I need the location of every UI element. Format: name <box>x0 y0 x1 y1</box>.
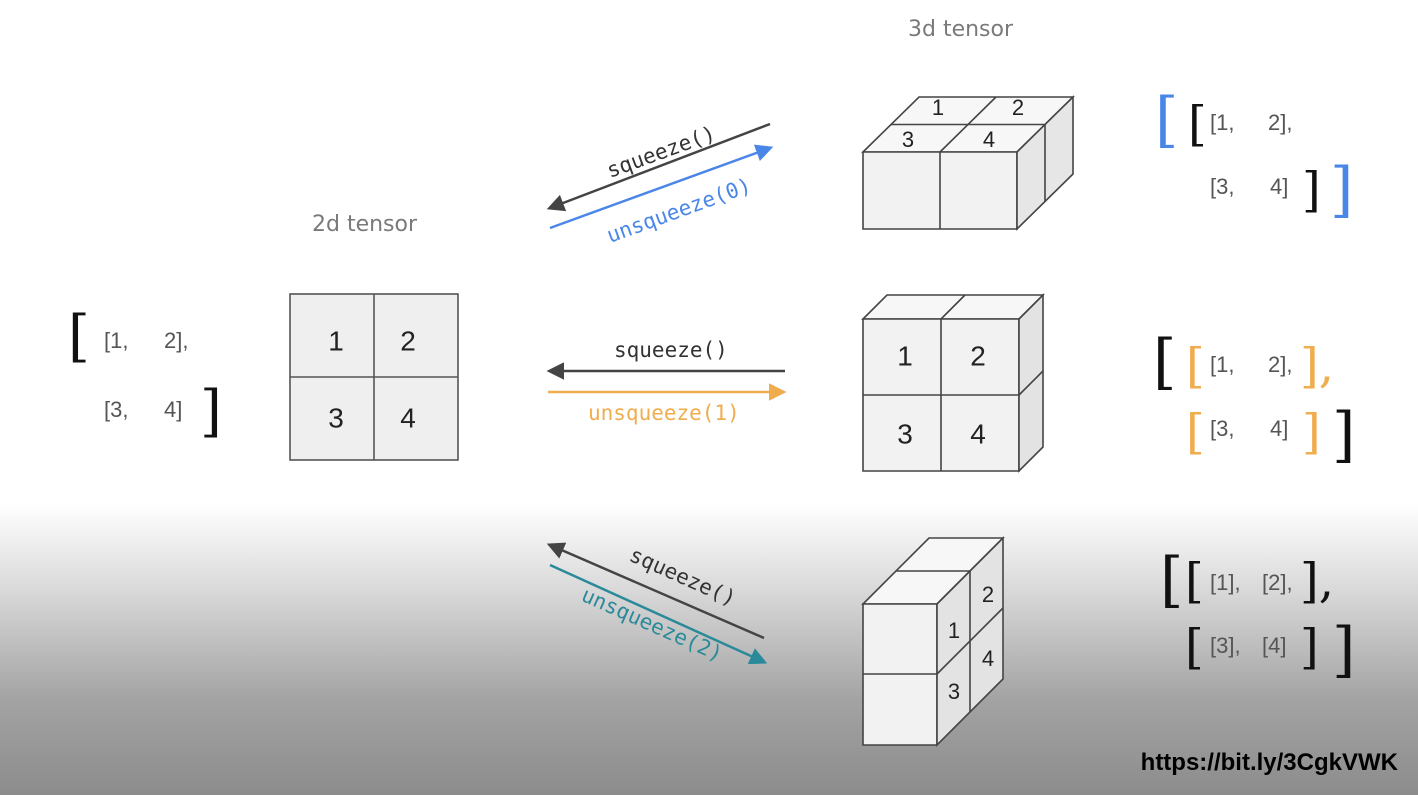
matrix-cell: 2], <box>1268 352 1292 377</box>
squeeze-label: squeeze() <box>614 338 728 362</box>
cube-label: 2 <box>982 582 994 607</box>
squeeze-label: squeeze() <box>626 543 740 611</box>
cube-label: 1 <box>932 95 944 120</box>
matrix-cell: [1, <box>1210 110 1234 135</box>
squeeze-arrow <box>546 122 771 212</box>
unsqueeze-label: unsqueeze(0) <box>604 173 755 247</box>
cube-dim0: 1 2 3 4 <box>861 95 1075 231</box>
cube-label: 2 <box>970 340 986 371</box>
cube-label: 3 <box>948 679 960 704</box>
grid-cell-2: 2 <box>400 325 416 356</box>
bracket-open: [ <box>1153 327 1176 397</box>
matrix-cell: [1, <box>104 328 128 353</box>
arrow-group-dim1: squeeze() unsqueeze(1) <box>546 338 787 425</box>
unsqueeze-arrow <box>549 563 768 665</box>
cube-label: 1 <box>897 340 913 371</box>
bracket-close-orange: ], <box>1300 338 1334 394</box>
bracket-open: [ <box>1188 96 1207 152</box>
bracket-open: [ <box>68 304 90 369</box>
unsqueeze-label: unsqueeze(1) <box>588 401 740 425</box>
matrix-cell: [1, <box>1210 352 1234 377</box>
matrix-cell: 2], <box>164 328 188 353</box>
matrix-cell: [3], <box>1210 633 1241 658</box>
bracket-open-orange: [ <box>1186 338 1205 394</box>
matrix-cell: [3, <box>1210 174 1234 199</box>
bracket-close: ], <box>1300 553 1334 609</box>
arrow-group-dim2: squeeze() unsqueeze(2) <box>546 542 768 666</box>
unsqueeze-arrow <box>549 144 774 230</box>
cube-label: 4 <box>983 127 995 152</box>
matrix-cell: [3, <box>1210 416 1234 441</box>
matrix-cell: [3, <box>104 397 128 422</box>
matrix-cell: 4] <box>1270 416 1288 441</box>
bracket-close: ] <box>200 379 222 444</box>
matrix-dim2: [ [ [1], [2], ], [ [3], [4] ] ] <box>1160 545 1355 685</box>
matrix-2d: [ [1, 2], [3, 4] ] <box>68 304 222 444</box>
matrix-cell: 4] <box>1270 174 1288 199</box>
cube-label: 2 <box>1012 95 1024 120</box>
arrow-group-dim0: squeeze() unsqueeze(0) <box>546 121 774 248</box>
bracket-open-blue: [ <box>1155 85 1178 155</box>
cube-label: 3 <box>897 418 913 449</box>
bracket-close: ] <box>1332 615 1355 685</box>
grid-cell-1: 1 <box>328 325 344 356</box>
cube-label: 4 <box>970 418 986 449</box>
matrix-dim0: [ [ [1, 2], [3, 4] ] ] <box>1155 85 1353 225</box>
matrix-cell: [2], <box>1262 570 1293 595</box>
cube-dim2: 1 2 3 4 <box>861 536 1005 747</box>
matrix-dim1: [ [ [1, 2], ], [ [3, 4] ] ] <box>1153 327 1355 470</box>
bracket-open: [ <box>1185 553 1204 609</box>
matrix-cell: [1], <box>1210 570 1241 595</box>
squeeze-arrow <box>546 542 765 640</box>
bracket-open: [ <box>1185 619 1204 675</box>
grid-cell-3: 3 <box>328 402 344 433</box>
title-3d-tensor: 3d tensor <box>908 17 1014 42</box>
grid-2d: 1 2 3 4 <box>289 293 459 461</box>
bracket-close-blue: ] <box>1330 155 1353 225</box>
bracket-close: ] <box>1302 162 1321 218</box>
cube-label: 4 <box>982 646 994 671</box>
bracket-close: ] <box>1332 400 1355 470</box>
cube-label: 3 <box>902 127 914 152</box>
grid-cell-4: 4 <box>400 402 416 433</box>
cube-dim1: 1 2 3 4 <box>861 293 1045 473</box>
matrix-cell: [4] <box>1262 633 1286 658</box>
cube-label: 1 <box>948 618 960 643</box>
title-2d-tensor: 2d tensor <box>312 212 418 237</box>
matrix-cell: 2], <box>1268 110 1292 135</box>
bracket-close: ] <box>1300 619 1319 675</box>
bracket-close-orange: ] <box>1302 404 1321 460</box>
bracket-open: [ <box>1160 545 1183 615</box>
source-url[interactable]: https://bit.ly/3CgkVWK <box>1140 749 1398 776</box>
matrix-cell: 4] <box>164 397 182 422</box>
bracket-open-orange: [ <box>1186 404 1205 460</box>
